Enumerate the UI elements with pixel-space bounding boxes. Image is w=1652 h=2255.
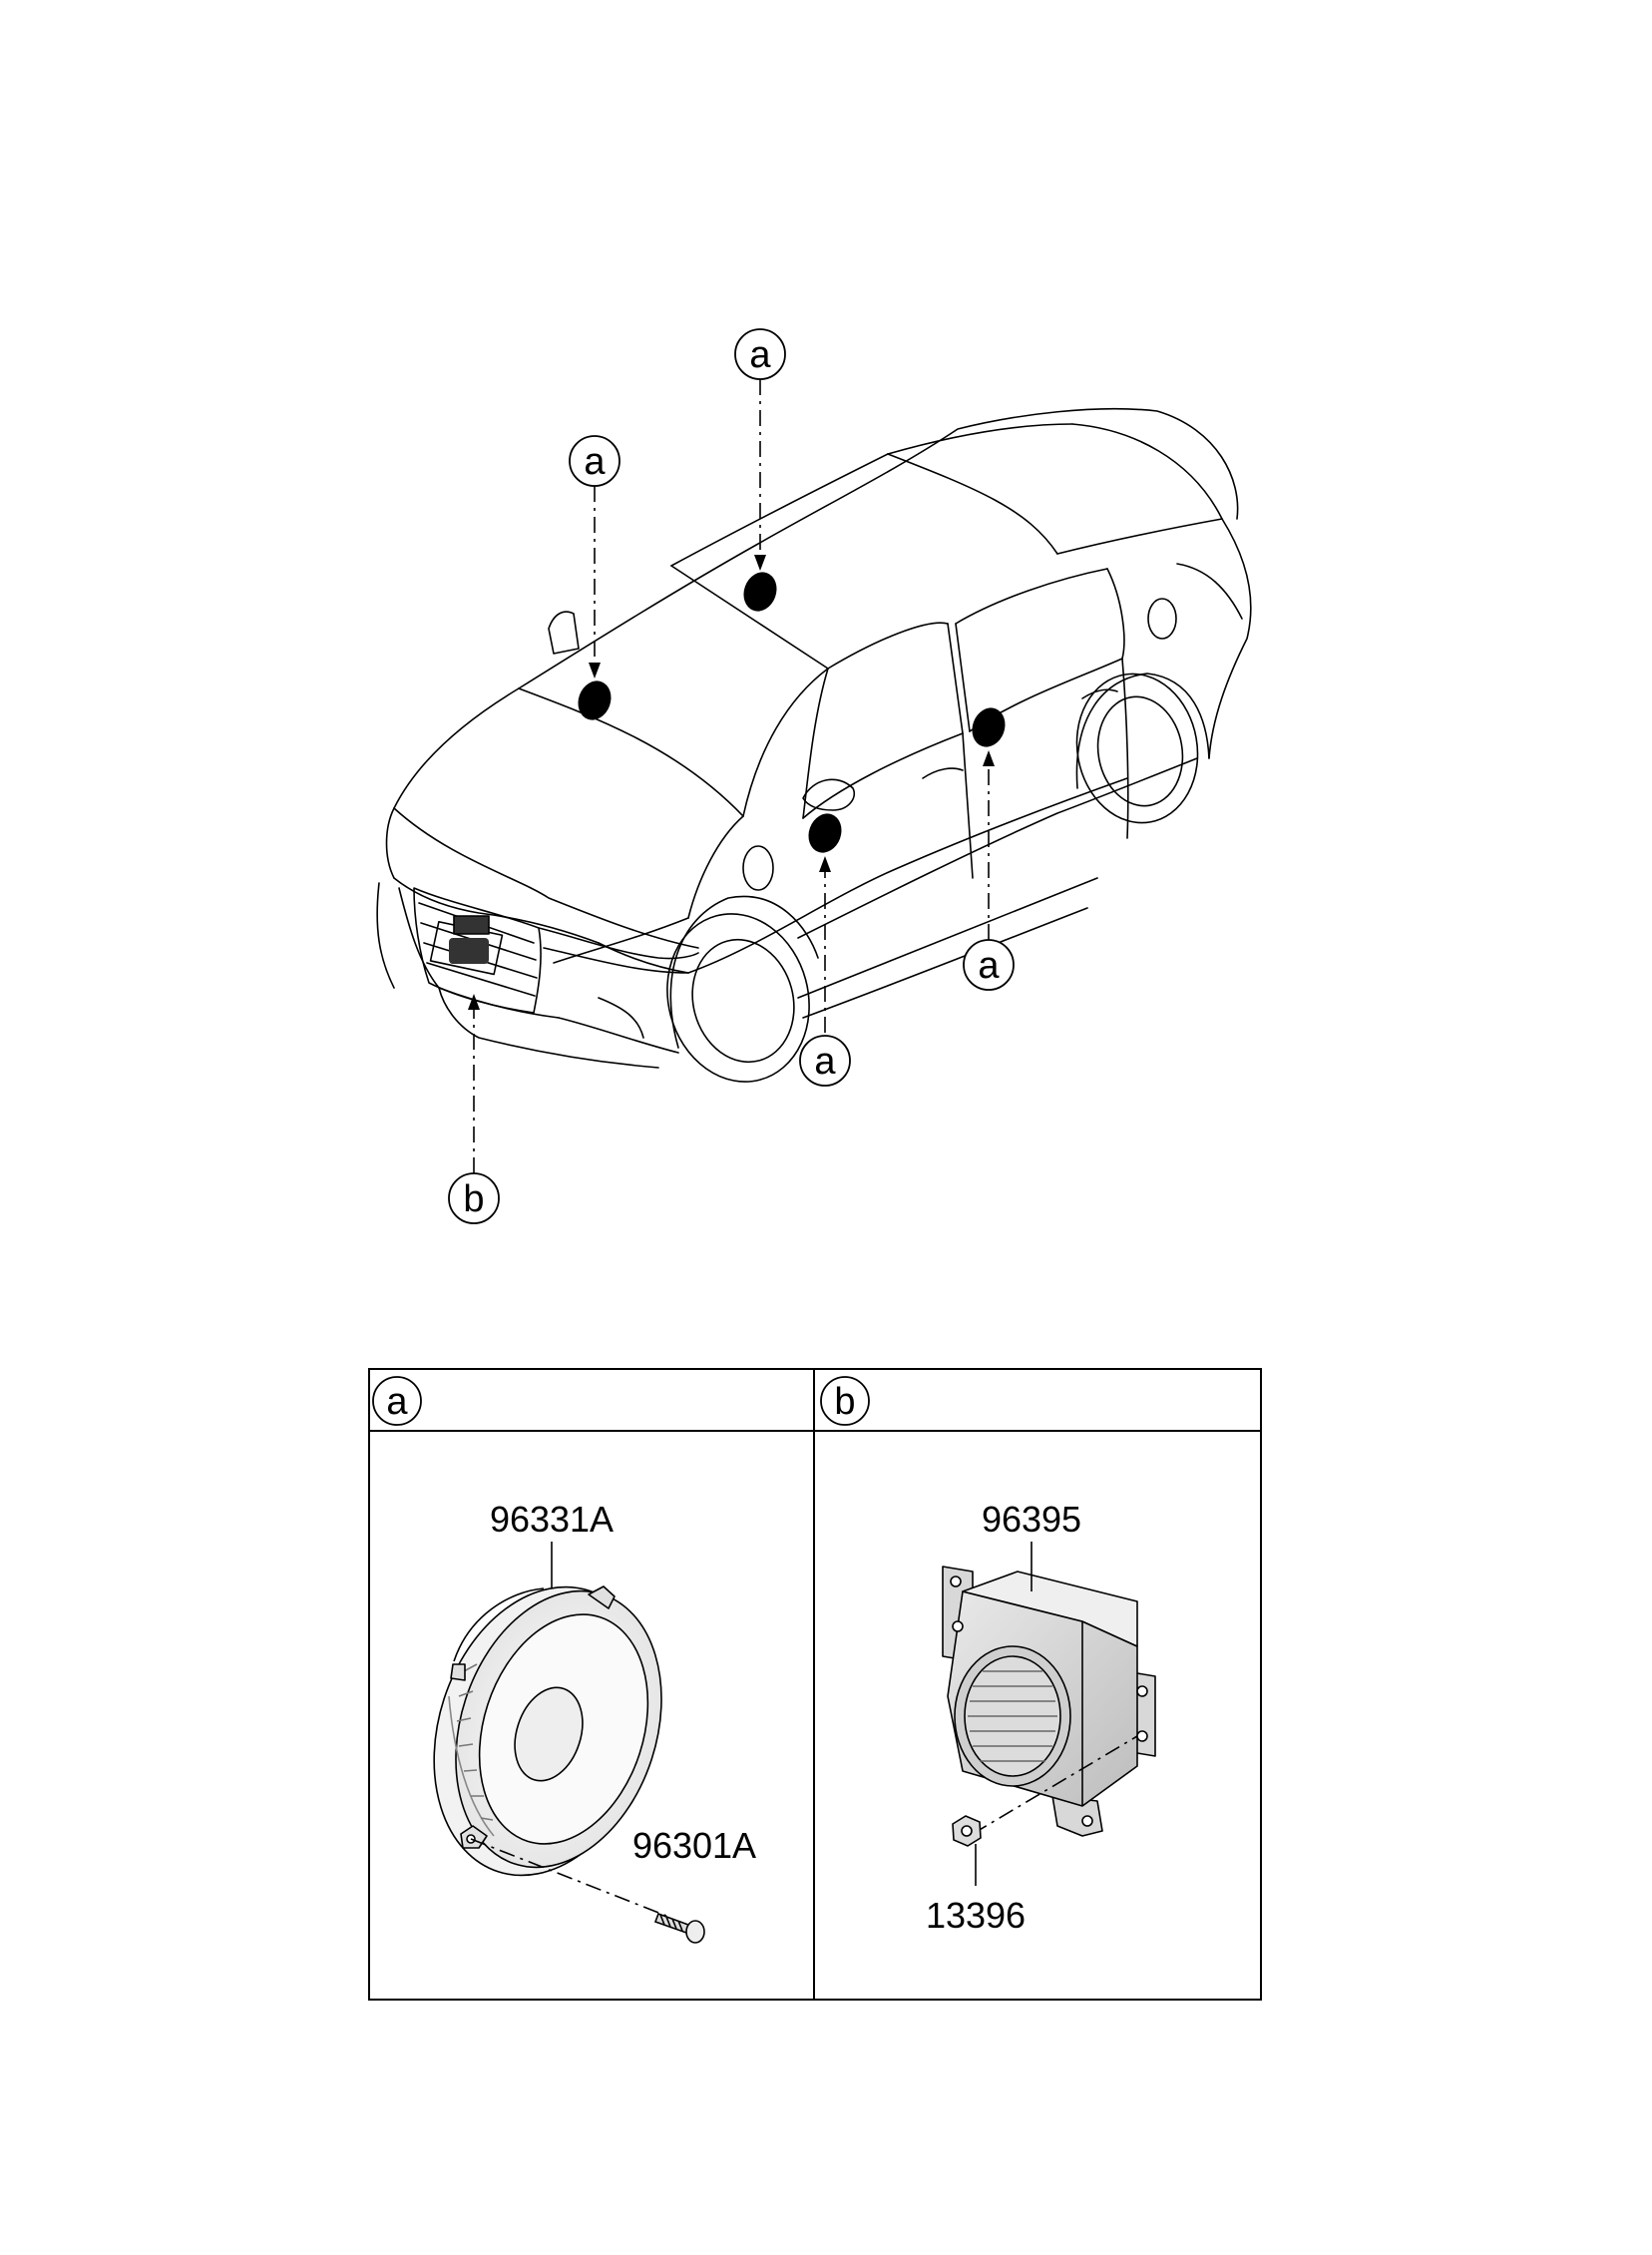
callout-label-roof-left: a: [584, 441, 606, 483]
part-number-screw: 96301A: [632, 1825, 756, 1866]
parts-table: [368, 1368, 1262, 2001]
callout-label-front-door: a: [814, 1041, 836, 1083]
callout-circle-front-door: [799, 1035, 851, 1087]
callout-label-front-grille: b: [463, 1178, 484, 1220]
table-header-circle-b: [820, 1376, 870, 1426]
speaker-marker-rear-door: [972, 707, 1006, 747]
callout-label-rear-door: a: [978, 945, 1000, 987]
callout-circles: [448, 328, 1015, 1224]
table-header-circle-a: [372, 1376, 422, 1426]
speaker-marker-front-door: [808, 813, 842, 853]
leader-arrowheads: [468, 555, 995, 1010]
callout-circle-roof-right: [734, 328, 786, 380]
speaker-marker-roof-left: [578, 680, 612, 720]
nut-illustration: [952, 1735, 1138, 1847]
car-illustration: [376, 407, 1252, 1083]
table-header-label-a: a: [386, 1381, 408, 1423]
part-leader-lines: [551, 1542, 1032, 1886]
part-number-nut: 13396: [926, 1895, 1026, 1936]
callout-circle-roof-left: [569, 435, 620, 487]
part-number-sound-unit: 96395: [982, 1499, 1081, 1540]
table-header-label-b: b: [834, 1381, 855, 1423]
sound-unit-marker: [449, 938, 489, 964]
callout-circle-front-grille: [448, 1172, 500, 1224]
leader-lines: [473, 379, 990, 1173]
part-number-speaker: 96331A: [490, 1499, 614, 1540]
speaker-markers: [449, 572, 1006, 964]
sound-unit-illustration: [942, 1566, 1156, 1837]
callout-label-roof-right: a: [749, 334, 771, 376]
speaker-illustration: [433, 1585, 662, 1877]
screw-illustration: [470, 1838, 705, 1944]
speaker-marker-roof-right: [743, 572, 777, 612]
callout-circle-rear-door: [963, 939, 1015, 991]
